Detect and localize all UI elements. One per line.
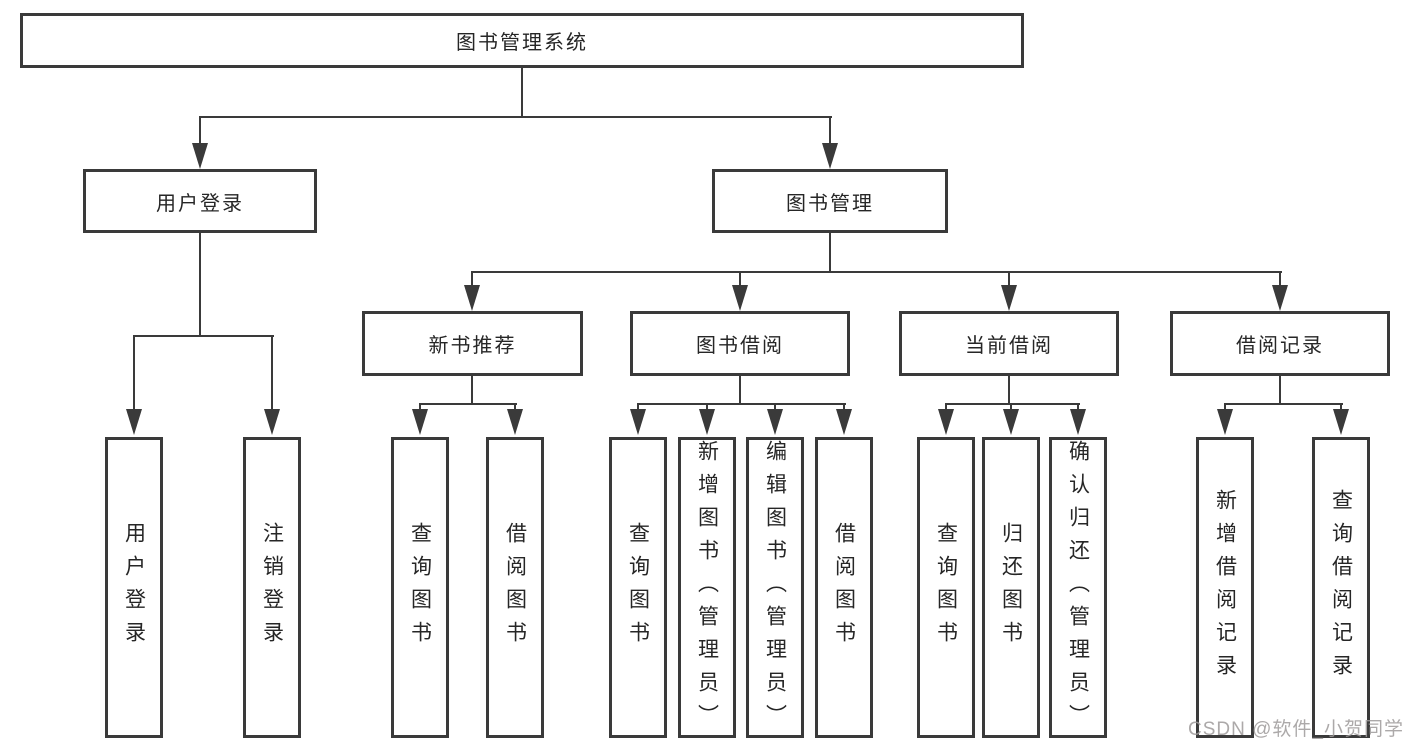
connector-newrec-drop1 — [419, 403, 421, 412]
leaf-logout: 注销登录 — [243, 437, 301, 738]
connector-current-drop2 — [1010, 403, 1012, 412]
connector-current-bar — [945, 403, 1080, 405]
connector-userlogin-drop2 — [271, 335, 273, 411]
arrowhead-down-icon — [1001, 285, 1017, 311]
arrowhead-down-icon — [1003, 409, 1019, 435]
connector-current-drop3 — [1077, 403, 1079, 412]
connector-bookmgmt-bar — [471, 271, 1282, 273]
connector-records-bar — [1224, 403, 1343, 405]
arrowhead-down-icon — [464, 285, 480, 311]
connector-root-stem — [521, 67, 523, 117]
arrowhead-down-icon — [836, 409, 852, 435]
node-root-label: 图书管理系统 — [456, 32, 588, 54]
arrowhead-down-icon — [1272, 285, 1288, 311]
arrowhead-down-icon — [412, 409, 428, 435]
connector-bookmgmt-drop4 — [1279, 271, 1281, 288]
arrowhead-down-icon — [192, 143, 208, 169]
leaf-br-query-record-label: 查询借阅记录 — [1329, 488, 1353, 687]
leaf-bb-query-book: 查询图书 — [609, 437, 667, 738]
leaf-cb-confirm-return-admin: 确认归还（管理员） — [1049, 437, 1107, 738]
leaf-cb-query-book: 查询图书 — [917, 437, 975, 738]
leaf-br-query-record: 查询借阅记录 — [1312, 437, 1370, 738]
connector-records-drop1 — [1224, 403, 1226, 412]
leaf-user-login-label: 用户登录 — [122, 521, 146, 654]
leaf-bb-add-book-admin: 新增图书（管理员） — [678, 437, 736, 738]
connector-root-drop-left — [199, 116, 201, 146]
connector-root-bar — [199, 116, 832, 118]
connector-records-stem — [1279, 376, 1281, 405]
node-book-borrow-label: 图书借阅 — [696, 335, 784, 357]
connector-root-drop-right — [829, 116, 831, 146]
node-book-borrow: 图书借阅 — [630, 311, 850, 376]
leaf-bb-edit-book-admin-label: 编辑图书（管理员） — [763, 440, 787, 737]
node-current-borrow: 当前借阅 — [899, 311, 1119, 376]
leaf-bb-add-book-admin-label: 新增图书（管理员） — [695, 440, 719, 737]
connector-borrow-bar — [637, 403, 846, 405]
connector-current-stem — [1008, 376, 1010, 405]
node-new-book-recommend: 新书推荐 — [362, 311, 583, 376]
connector-borrow-stem — [739, 376, 741, 405]
arrowhead-down-icon — [1070, 409, 1086, 435]
arrowhead-down-icon — [1217, 409, 1233, 435]
connector-current-drop1 — [945, 403, 947, 412]
arrowhead-down-icon — [767, 409, 783, 435]
arrowhead-down-icon — [264, 409, 280, 435]
node-borrow-records-label: 借阅记录 — [1236, 335, 1324, 357]
connector-newrec-bar — [419, 403, 517, 405]
node-new-book-recommend-label: 新书推荐 — [428, 335, 517, 357]
connector-borrow-drop3 — [774, 403, 776, 412]
node-user-login: 用户登录 — [83, 169, 317, 233]
node-current-borrow-label: 当前借阅 — [965, 335, 1053, 357]
leaf-rec-borrow-book: 借阅图书 — [486, 437, 544, 738]
leaf-br-add-record: 新增借阅记录 — [1196, 437, 1254, 738]
connector-userlogin-bar — [134, 335, 274, 337]
arrowhead-down-icon — [732, 285, 748, 311]
connector-bookmgmt-drop1 — [471, 271, 473, 288]
connector-newrec-drop2 — [514, 403, 516, 412]
node-borrow-records: 借阅记录 — [1170, 311, 1390, 376]
node-book-management-label: 图书管理 — [786, 192, 874, 215]
node-root: 图书管理系统 — [20, 13, 1024, 68]
arrowhead-down-icon — [822, 143, 838, 169]
connector-borrow-drop4 — [843, 403, 845, 412]
node-book-management: 图书管理 — [712, 169, 948, 233]
leaf-bb-borrow-book: 借阅图书 — [815, 437, 873, 738]
connector-borrow-drop2 — [706, 403, 708, 412]
arrowhead-down-icon — [938, 409, 954, 435]
leaf-logout-label: 注销登录 — [260, 521, 284, 654]
connector-userlogin-drop1 — [133, 335, 135, 411]
arrowhead-down-icon — [126, 409, 142, 435]
leaf-rec-query-book-label: 查询图书 — [408, 521, 432, 654]
leaf-cb-return-book: 归还图书 — [982, 437, 1040, 738]
arrowhead-down-icon — [630, 409, 646, 435]
leaf-cb-query-book-label: 查询图书 — [934, 521, 958, 654]
connector-newrec-stem — [471, 376, 473, 405]
connector-userlogin-stem — [199, 233, 201, 337]
leaf-rec-query-book: 查询图书 — [391, 437, 449, 738]
arrowhead-down-icon — [507, 409, 523, 435]
leaf-cb-return-book-label: 归还图书 — [999, 521, 1023, 654]
leaf-bb-query-book-label: 查询图书 — [626, 521, 650, 654]
leaf-br-add-record-label: 新增借阅记录 — [1213, 488, 1237, 687]
leaf-bb-edit-book-admin: 编辑图书（管理员） — [746, 437, 804, 738]
leaf-rec-borrow-book-label: 借阅图书 — [503, 521, 527, 654]
node-user-login-label: 用户登录 — [156, 192, 244, 215]
connector-bookmgmt-drop2 — [739, 271, 741, 288]
watermark: CSDN @软件_小贺同学 — [1188, 719, 1404, 740]
leaf-bb-borrow-book-label: 借阅图书 — [832, 521, 856, 654]
connector-records-drop2 — [1340, 403, 1342, 412]
connector-bookmgmt-drop3 — [1008, 271, 1010, 288]
connector-bookmgmt-stem — [829, 233, 831, 273]
connector-borrow-drop1 — [637, 403, 639, 412]
leaf-cb-confirm-return-admin-label: 确认归还（管理员） — [1066, 440, 1090, 737]
leaf-user-login: 用户登录 — [105, 437, 163, 738]
arrowhead-down-icon — [1333, 409, 1349, 435]
arrowhead-down-icon — [699, 409, 715, 435]
